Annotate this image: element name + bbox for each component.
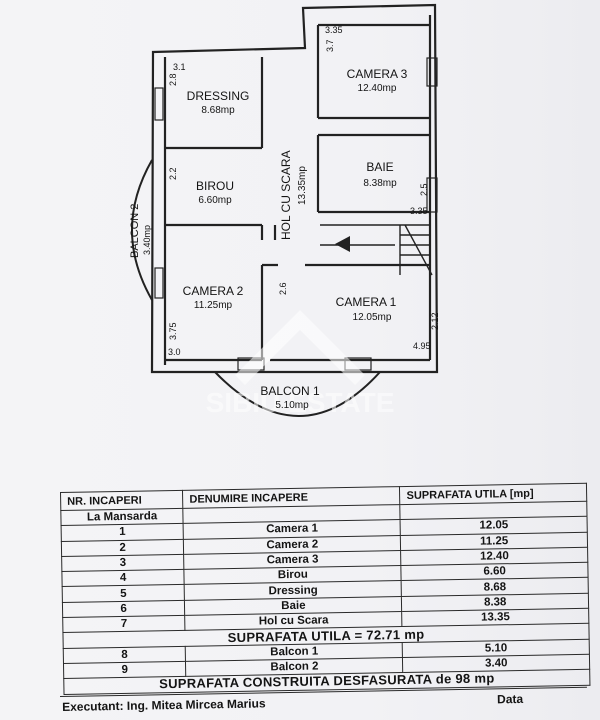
room-area-dressing: 8.68mp <box>201 105 235 116</box>
dim-camera3-h: 3.7 <box>325 39 335 52</box>
dim-dressing-h: 2.8 <box>168 73 178 86</box>
dim-camera2-w: 3.0 <box>168 347 181 357</box>
balcon-2-area: 3.40mp <box>142 225 152 255</box>
balcon-1-name: BALCON 1 <box>260 384 320 398</box>
dim-camera3-w: 3.35 <box>325 25 343 35</box>
balcon-1-area: 5.10mp <box>275 400 309 411</box>
dim-birou-h: 2.2 <box>168 167 178 180</box>
room-name-dressing: DRESSING <box>187 89 250 103</box>
room-name-baie: BAIE <box>366 160 393 174</box>
room-name-birou: BIROU <box>196 179 234 193</box>
stair-arrow-icon <box>335 236 350 252</box>
dim-camera1-h: 2.12 <box>430 312 440 330</box>
stairs <box>320 224 433 276</box>
inner-wall <box>163 15 432 365</box>
room-area-birou: 6.60mp <box>198 195 232 206</box>
room-area-camera3: 12.40mp <box>358 83 397 94</box>
window <box>154 87 164 121</box>
room-area-baie: 8.38mp <box>363 178 397 189</box>
dim-camera1-w: 4.95 <box>413 341 431 351</box>
svg-text:SIBIU ESTATE: SIBIU ESTATE <box>206 387 395 418</box>
dim-baie-w: 3.35 <box>410 206 428 216</box>
balcon-1-outline <box>214 371 381 417</box>
balcon-2-name: BALCON 2 <box>129 204 141 258</box>
area-table: NR. INCAPERI DENUMIRE INCAPERE SUPRAFATA… <box>60 483 590 695</box>
date-label: Data <box>496 691 524 707</box>
room-area-hol: 13.35mp <box>297 166 308 205</box>
room-name-camera1: CAMERA 1 <box>336 295 397 309</box>
window <box>426 177 438 213</box>
room-name-camera3: CAMERA 3 <box>347 67 408 81</box>
room-name-hol: HOL CU SCARA <box>279 150 293 240</box>
col-header-nr: NR. INCAPERI <box>60 490 184 511</box>
outer-wall <box>150 3 439 374</box>
dim-camera2-side: 2.6 <box>278 282 288 295</box>
watermark-logo: SIBIU ESTATE <box>206 310 395 418</box>
dim-dressing-w: 3.1 <box>173 62 186 72</box>
room-area-camera2: 11.25mp <box>194 300 233 311</box>
floor-plan: SIBIU ESTATE DRESSING 8.68mp BIROU 6.60m… <box>129 3 440 418</box>
dim-baie-h: 2.5 <box>419 183 429 196</box>
balcon-2-outline <box>131 159 153 301</box>
window <box>154 267 164 299</box>
room-area-camera1: 12.05mp <box>353 312 392 323</box>
window <box>426 57 438 87</box>
dim-camera2-h: 3.75 <box>168 322 178 340</box>
room-name-camera2: CAMERA 2 <box>183 284 244 298</box>
executant-label: Executant: Ing. Mitea Mircea Marius <box>62 696 266 714</box>
